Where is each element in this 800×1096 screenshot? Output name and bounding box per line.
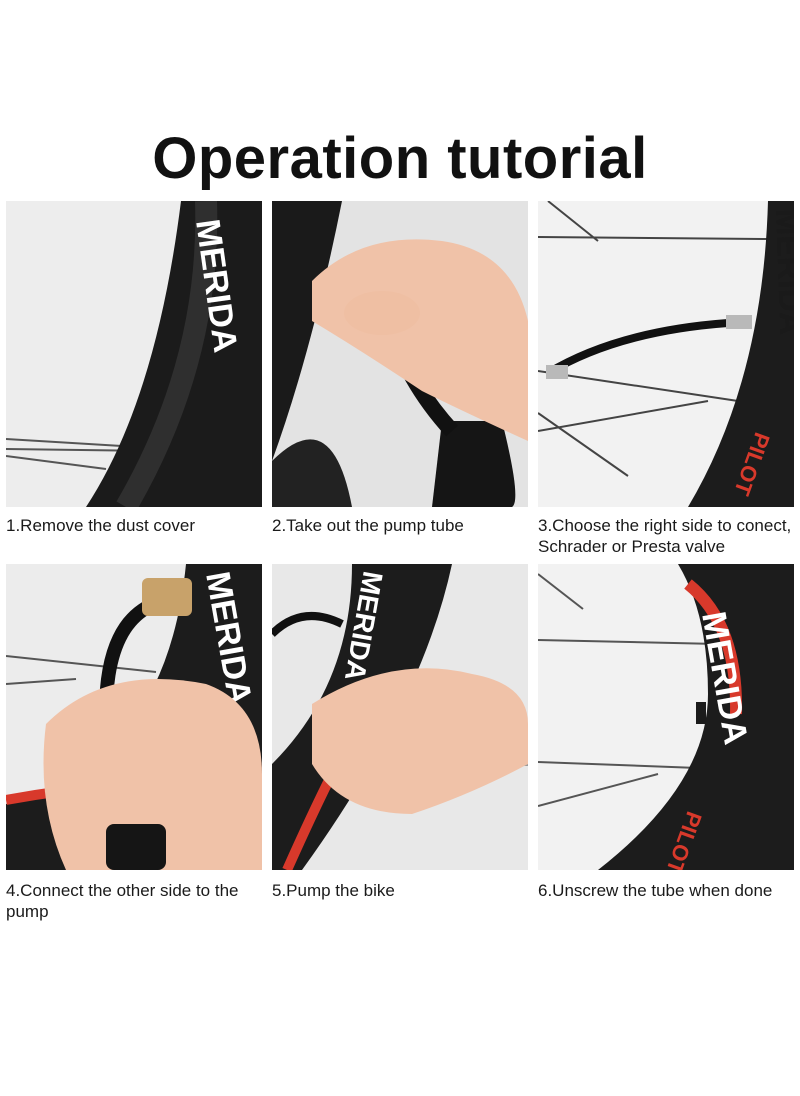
step-4-photo: MERIDA [6,564,262,870]
pump-body [106,824,166,870]
spokes [538,201,769,477]
hand [312,239,528,441]
pump-tube [545,319,729,377]
pump-body [432,421,516,507]
step-5-photo: MERIDA [272,564,528,870]
tire [598,564,794,870]
step-1-photo: MERIDA [6,201,262,507]
step-4-caption: 4.Connect the other side to the pump [6,881,239,921]
step-6-caption: 6.Unscrew the tube when done [538,881,773,900]
valve-connector-2 [546,365,568,379]
step-1-caption: 1.Remove the dust cover [6,516,195,535]
step-6-photo: MERIDA PILOT [538,564,794,870]
rim-brand-text: MERIDA [769,208,794,335]
valve-connector [726,315,752,329]
tire [272,201,342,461]
page-title: Operation tutorial [152,126,648,191]
hand [312,668,528,814]
spokes [6,655,157,685]
spokes [538,573,719,807]
pump-tube [272,612,344,637]
tire [688,201,794,507]
tire [86,201,262,507]
step-5-caption: 5.Pump the bike [272,881,395,900]
hand [43,679,262,870]
valve-stem [696,702,706,724]
step-3-caption: 3.Choose the right side to conect, Schra… [538,516,792,556]
valve-head [142,578,192,616]
step-2-caption: 2.Take out the pump tube [272,516,464,535]
step-3-photo: MERIDA PILOT [538,201,794,507]
step-2-photo [272,201,528,507]
